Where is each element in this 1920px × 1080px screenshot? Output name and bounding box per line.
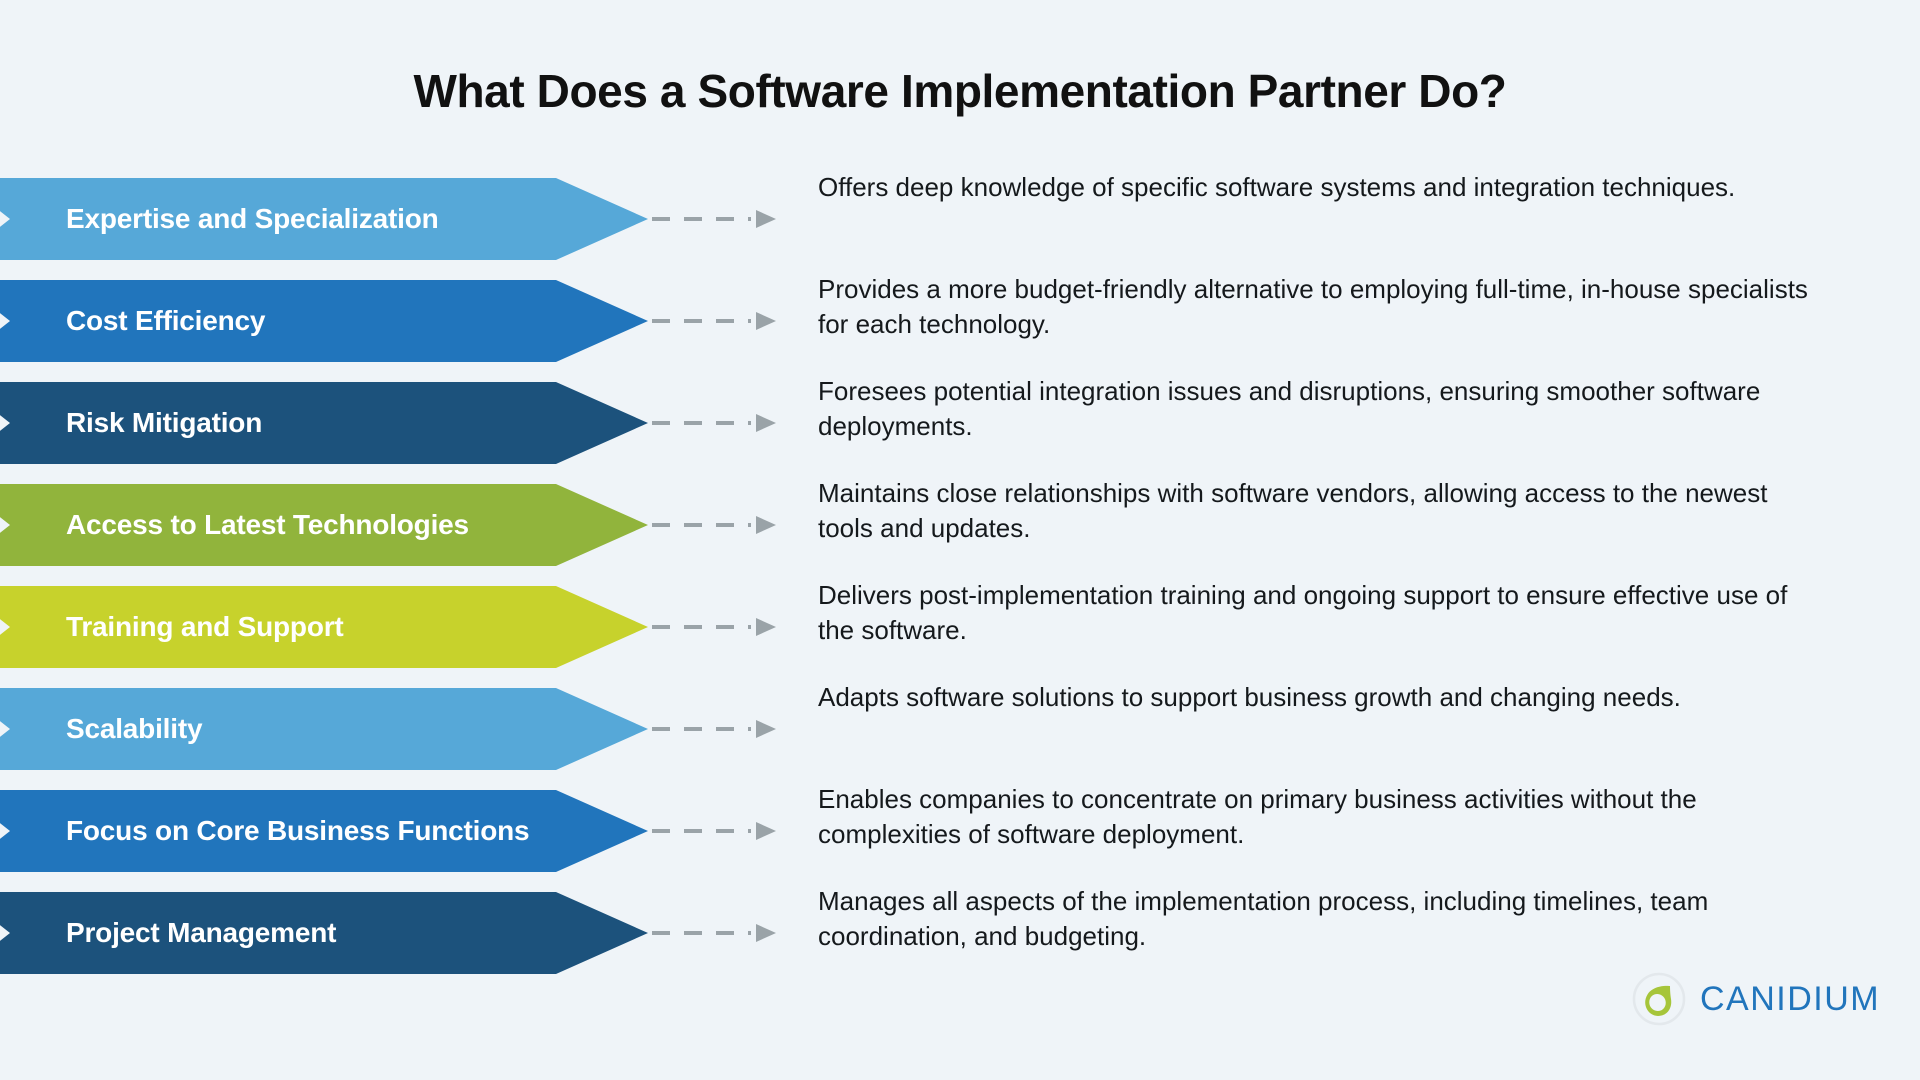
row-description: Foresees potential integration issues an… <box>818 376 1761 442</box>
chevron-band[interactable]: Access to Latest Technologies <box>0 484 648 566</box>
process-row: Scalability Adapts software solutions to … <box>0 682 1920 790</box>
process-row: Access to Latest Technologies Maintains c… <box>0 478 1920 586</box>
chevron-band-label: Access to Latest Technologies <box>66 509 469 540</box>
chevron-band[interactable]: Training and Support <box>0 586 648 668</box>
chevron-band-label: Risk Mitigation <box>66 407 263 438</box>
chevron-band-label: Expertise and Specialization <box>66 203 439 234</box>
process-row: Risk Mitigation Foresees potential integr… <box>0 376 1920 484</box>
process-list: Expertise and Specialization Offers deep … <box>0 172 1920 994</box>
canidium-logo: CANIDIUM <box>1632 972 1880 1026</box>
chevron-band[interactable]: Focus on Core Business Functions <box>0 790 648 872</box>
row-description: Manages all aspects of the implementatio… <box>818 886 1709 952</box>
dashed-arrow-connector-icon <box>652 820 780 842</box>
chevron-band-label: Scalability <box>66 713 203 744</box>
row-description: Provides a more budget-friendly alternat… <box>818 274 1808 340</box>
chevron-band[interactable]: Cost Efficiency <box>0 280 648 362</box>
chevron-band-label: Project Management <box>66 917 337 948</box>
process-row: Training and Support Delivers post-implem… <box>0 580 1920 688</box>
page-title: What Does a Software Implementation Part… <box>413 65 1507 117</box>
chevron-band-label: Training and Support <box>66 611 344 642</box>
chevron-band-label: Focus on Core Business Functions <box>66 815 530 846</box>
dashed-arrow-connector-icon <box>652 208 780 230</box>
dashed-arrow-connector-icon <box>652 616 780 638</box>
row-description: Delivers post-implementation training an… <box>818 580 1788 646</box>
row-description: Offers deep knowledge of specific softwa… <box>818 172 1736 202</box>
logo-wordmark: CANIDIUM <box>1700 979 1881 1018</box>
dashed-arrow-connector-icon <box>652 718 780 740</box>
dashed-arrow-connector-icon <box>652 514 780 536</box>
chevron-band[interactable]: Scalability <box>0 688 648 770</box>
process-row: Focus on Core Business Functions Enables … <box>0 784 1920 892</box>
process-row: Cost Efficiency Provides a more budget-fr… <box>0 274 1920 382</box>
process-row: Project Management Manages all aspects of… <box>0 886 1920 994</box>
chevron-band[interactable]: Project Management <box>0 892 648 974</box>
row-description: Maintains close relationships with softw… <box>818 478 1768 544</box>
chevron-band[interactable]: Risk Mitigation <box>0 382 648 464</box>
leaf-drop-icon <box>1632 972 1686 1026</box>
row-description: Enables companies to concentrate on prim… <box>818 784 1697 850</box>
row-description: Adapts software solutions to support bus… <box>818 682 1681 712</box>
dashed-arrow-connector-icon <box>652 412 780 434</box>
dashed-arrow-connector-icon <box>652 310 780 332</box>
chevron-band[interactable]: Expertise and Specialization <box>0 178 648 260</box>
process-row: Expertise and Specialization Offers deep … <box>0 172 1920 280</box>
dashed-arrow-connector-icon <box>652 922 780 944</box>
chevron-band-label: Cost Efficiency <box>66 305 266 336</box>
